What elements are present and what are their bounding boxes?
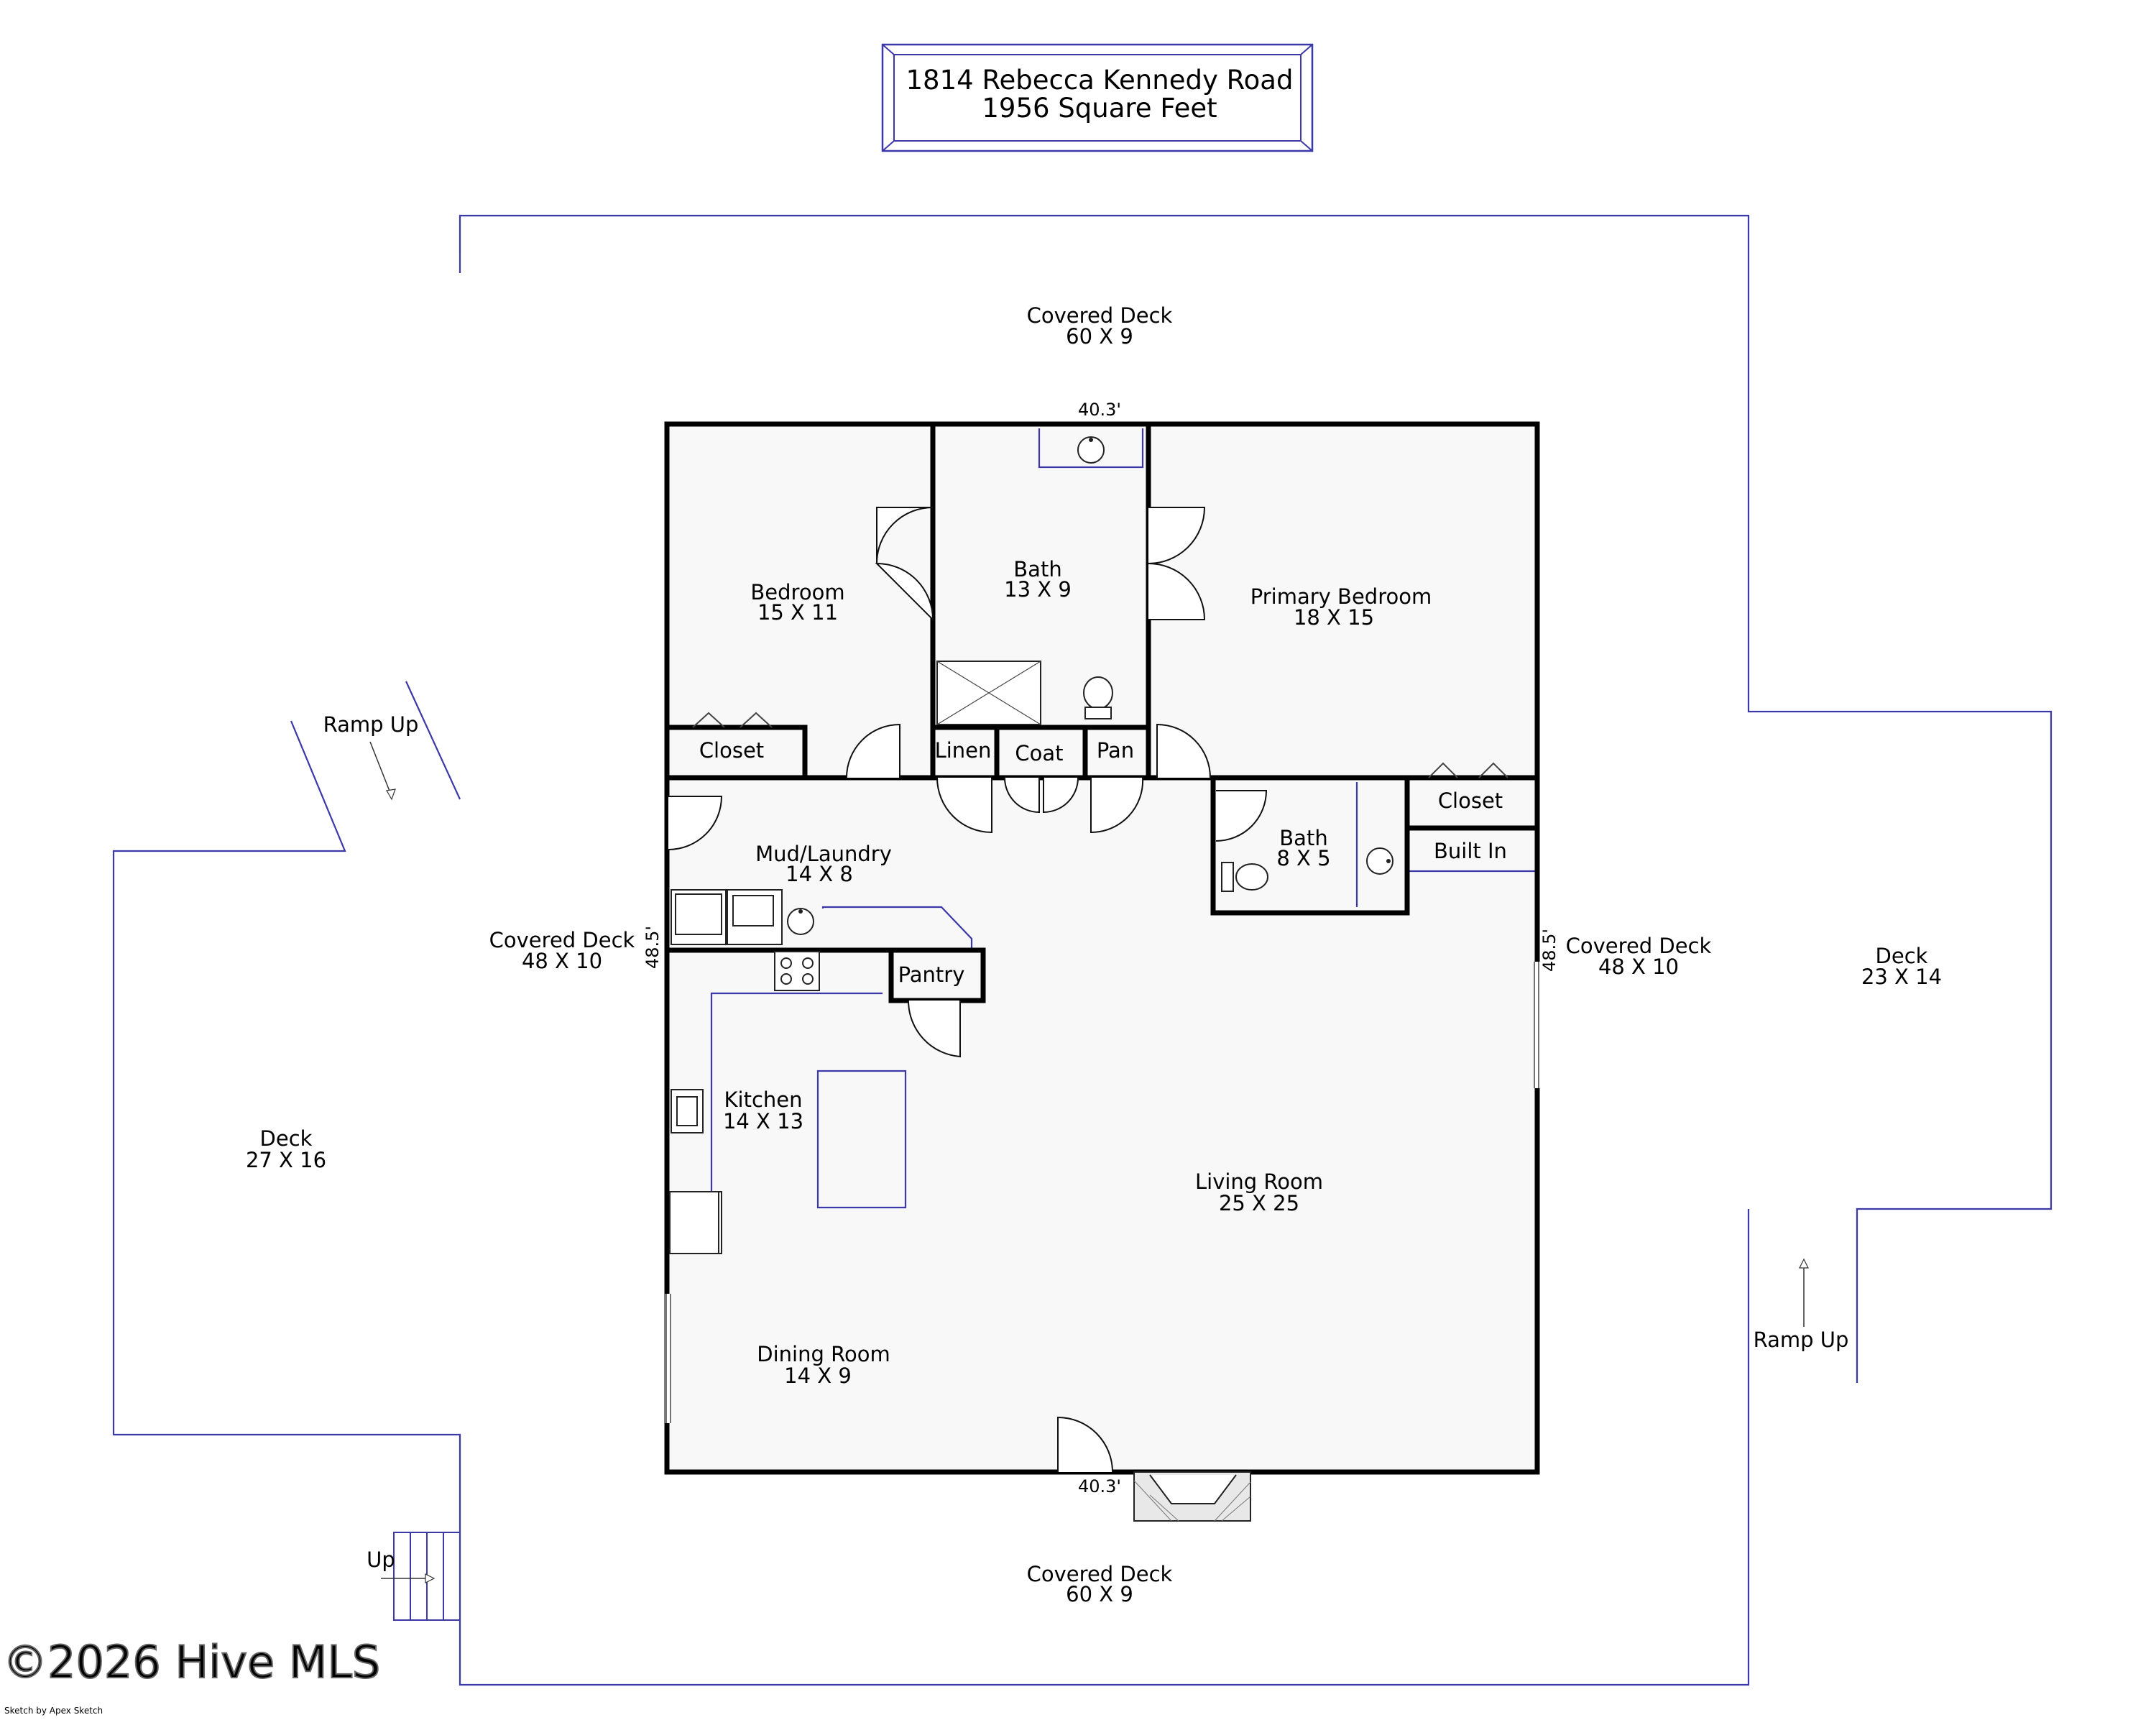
kitchen-island	[816, 1070, 907, 1209]
stove-icon	[774, 951, 820, 991]
room-size: 23 X 14	[1861, 965, 1942, 989]
room-bath-main: Bath 13 X 9	[1004, 557, 1072, 602]
closet-door-markers	[692, 712, 1508, 778]
room-size: 14 X 8	[786, 862, 853, 886]
room-size: 13 X 9	[1004, 577, 1072, 602]
room-primary-bedroom: Primary Bedroom 18 X 15	[1250, 584, 1432, 630]
stairs-up-label: Up	[367, 1547, 395, 1572]
room-covered-deck-top: Covered Deck 60 X 9	[1027, 303, 1173, 349]
room-name: Bath	[1013, 557, 1061, 581]
coat-label: Coat	[1015, 741, 1063, 765]
dimension-top: 40.3'	[1078, 400, 1121, 420]
toilet-icon	[1083, 676, 1113, 719]
room-size: 48 X 10	[1598, 955, 1679, 979]
room-name: Bedroom	[750, 580, 844, 604]
plan-address: 1814 Rebecca Kennedy Road	[906, 65, 1294, 96]
room-size: 8 X 5	[1276, 846, 1330, 870]
shower-icon	[936, 661, 1041, 725]
room-deck-right: Deck 23 X 14	[1861, 944, 1942, 989]
room-size: 25 X 25	[1219, 1191, 1299, 1215]
room-dining-room: Dining Room 14 X 9	[757, 1342, 890, 1388]
room-size: 60 X 9	[1066, 1582, 1133, 1606]
dryer-icon	[727, 889, 783, 945]
sink-icon	[1366, 847, 1393, 875]
fixtures	[669, 436, 1393, 1522]
room-covered-deck-left: Covered Deck 48 X 10	[489, 928, 635, 973]
room-name: Covered Deck	[1566, 934, 1712, 958]
room-bedroom: Bedroom 15 X 11	[750, 580, 844, 625]
room-name: Mud/Laundry	[755, 842, 892, 866]
room-name: Covered Deck	[489, 928, 635, 952]
title-box: 1814 Rebecca Kennedy Road 1956 Square Fe…	[881, 43, 1314, 152]
room-name: Bath	[1279, 826, 1327, 850]
room-name: Covered Deck	[1027, 1562, 1173, 1586]
stairs	[381, 1532, 461, 1621]
room-name: Dining Room	[757, 1342, 890, 1366]
room-size: 18 X 15	[1294, 605, 1374, 630]
deck-outline	[112, 214, 2053, 1686]
sink-icon	[787, 908, 814, 935]
room-bath-small: Bath 8 X 5	[1276, 826, 1330, 870]
room-kitchen: Kitchen 14 X 13	[723, 1087, 803, 1133]
room-mud-laundry: Mud/Laundry 14 X 8	[755, 842, 892, 886]
room-name: Deck	[260, 1126, 313, 1151]
room-size: 14 X 13	[723, 1109, 803, 1133]
closet-label: Closet	[1438, 788, 1503, 813]
refrigerator-icon	[669, 1191, 722, 1254]
room-size: 15 X 11	[757, 600, 838, 625]
pantry-label: Pantry	[898, 962, 965, 987]
built-in-label: Built In	[1434, 839, 1507, 863]
room-size: 60 X 9	[1066, 324, 1133, 349]
ramp-up-label: Ramp Up	[323, 712, 419, 737]
room-size: 27 X 16	[246, 1148, 326, 1172]
ramp-up-label: Ramp Up	[1754, 1328, 1849, 1352]
room-name: Living Room	[1195, 1169, 1323, 1194]
room-name: Kitchen	[724, 1087, 803, 1112]
fireplace-icon	[1133, 1471, 1251, 1522]
doors	[665, 507, 1540, 1473]
linen-label: Linen	[935, 738, 992, 763]
sketch-credit: Sketch by Apex Sketch	[4, 1706, 103, 1716]
ramp-arrow-right	[1799, 1258, 1809, 1327]
room-size: 48 X 10	[522, 949, 602, 973]
room-covered-deck-bottom: Covered Deck 60 X 9	[1027, 1562, 1173, 1606]
ramp-arrow-left	[369, 741, 396, 801]
sink-icon	[1077, 436, 1105, 464]
room-name: Primary Bedroom	[1250, 584, 1432, 609]
room-living-room: Living Room 25 X 25	[1195, 1169, 1323, 1215]
counters	[710, 428, 1537, 1240]
washer-icon	[671, 889, 727, 945]
pantry-closet-label: Pan	[1097, 738, 1134, 763]
room-size: 14 X 9	[784, 1363, 852, 1388]
toilet-icon	[1221, 862, 1268, 892]
room-deck-left: Deck 27 X 16	[246, 1126, 326, 1172]
sink-icon	[671, 1089, 704, 1133]
room-name: Covered Deck	[1027, 303, 1173, 328]
room-covered-deck-right: Covered Deck 48 X 10	[1566, 934, 1712, 979]
room-name: Deck	[1876, 944, 1928, 968]
watermark-text: ©2026 Hive MLS	[3, 1636, 380, 1688]
closet-label: Closet	[699, 738, 764, 763]
dimension-bottom: 40.3'	[1078, 1476, 1121, 1496]
plan-area: 1956 Square Feet	[982, 93, 1217, 124]
dimension-left: 48.5'	[642, 926, 663, 969]
dimension-right: 48.5'	[1539, 929, 1560, 972]
